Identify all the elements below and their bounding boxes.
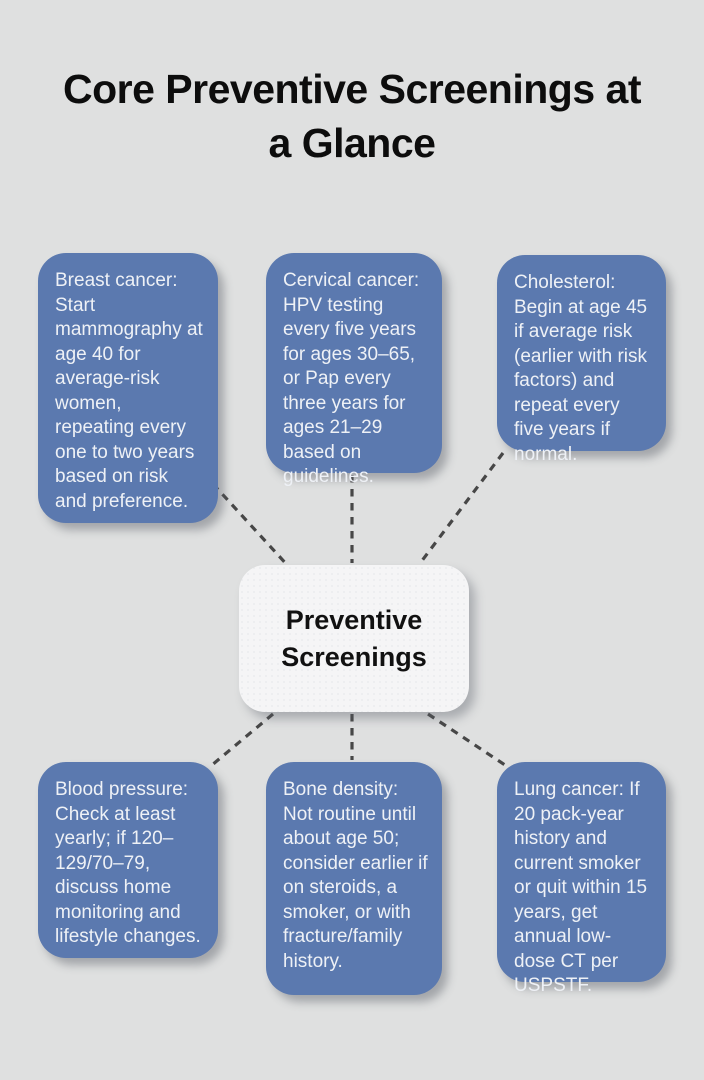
node-bone-density-text: Bone density: Not routine until about ag… <box>283 779 428 972</box>
connector-cholesterol-to-center <box>419 452 505 563</box>
node-cervical-cancer-text: Cervical cancer: HPV testing every five … <box>283 270 420 487</box>
node-cholesterol: Cholesterol: Begin at age 45 if average … <box>497 255 666 465</box>
node-lung-cancer: Lung cancer: If 20 pack-year history and… <box>497 762 666 996</box>
center-node-label: Preventive Screenings <box>281 605 427 672</box>
node-bone-density: Bone density: Not routine until about ag… <box>266 762 442 995</box>
center-node-preventive-screenings: Preventive Screenings <box>239 565 469 712</box>
connector-center-to-bloodpressure <box>210 712 275 767</box>
node-blood-pressure-text: Blood pressure: Check at least yearly; i… <box>55 779 201 947</box>
page-title: Core Preventive Screenings at a Glance <box>0 62 704 170</box>
page-title-line2: a Glance <box>268 120 436 167</box>
connector-center-to-lungcancer <box>427 712 506 767</box>
node-blood-pressure: Blood pressure: Check at least yearly; i… <box>38 762 218 958</box>
connector-breast-to-center <box>211 482 292 570</box>
page-title-line1: Core Preventive Screenings at <box>63 66 641 112</box>
node-breast-cancer-text: Breast cancer: Start mammography at age … <box>55 270 203 512</box>
node-breast-cancer: Breast cancer: Start mammography at age … <box>38 253 218 523</box>
node-cervical-cancer: Cervical cancer: HPV testing every five … <box>266 253 442 487</box>
node-lung-cancer-text: Lung cancer: If 20 pack-year history and… <box>514 779 648 996</box>
node-cholesterol-text: Cholesterol: Begin at age 45 if average … <box>514 272 648 465</box>
